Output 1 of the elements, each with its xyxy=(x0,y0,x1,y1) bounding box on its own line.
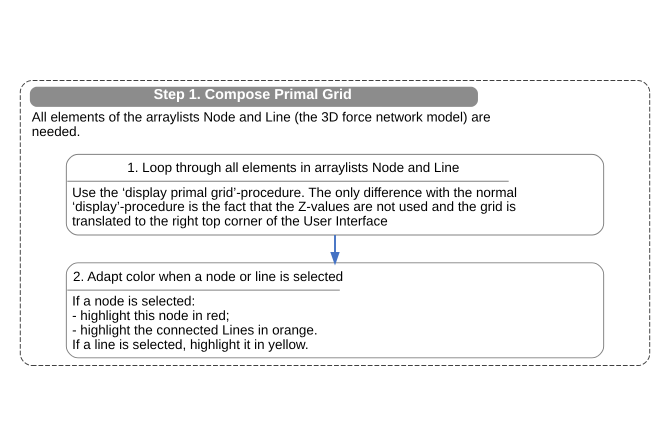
arrow xyxy=(330,235,340,266)
